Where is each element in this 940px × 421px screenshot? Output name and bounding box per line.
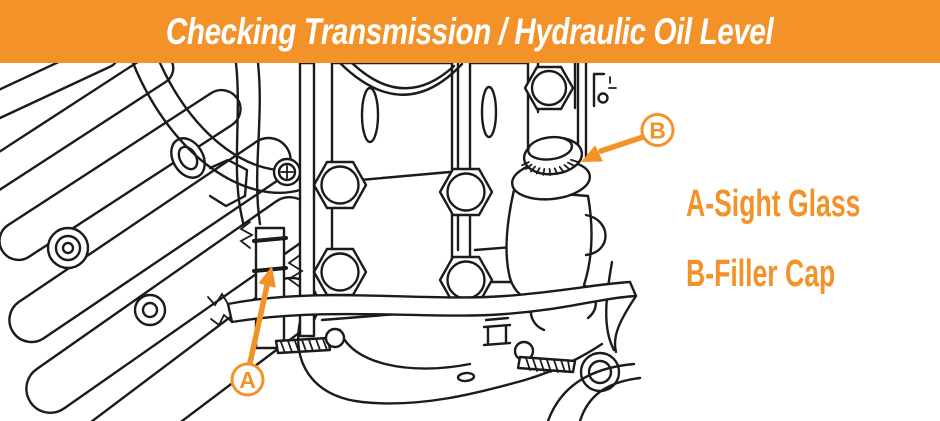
legend-item-sight-glass: A-Sight Glass	[686, 183, 861, 225]
callout-a-arrow-shaft	[247, 278, 271, 366]
page-title: Checking Transmission / Hydraulic Oil Le…	[166, 10, 774, 52]
hose-bundle	[0, 40, 320, 421]
callout-a-arrowhead	[258, 266, 276, 288]
filler-cap	[505, 135, 616, 352]
legend: A-Sight Glass B-Filler Cap	[686, 185, 935, 293]
callout-b-arrow-shaft	[598, 134, 646, 154]
callout-a: A	[230, 266, 276, 397]
callout-b-circle	[640, 113, 675, 147]
beam-and-oil-pan	[207, 280, 642, 421]
callout-b-letter: B	[649, 118, 666, 144]
legend-item-filler-cap: B-Filler Cap	[686, 253, 836, 295]
callout-b: B	[581, 113, 675, 162]
callout-b-arrowhead	[581, 145, 603, 162]
hex-bolts	[312, 65, 575, 305]
callout-a-circle	[230, 362, 265, 397]
callout-a-letter: A	[239, 367, 256, 393]
bracket-detail	[592, 72, 617, 108]
title-banner: Checking Transmission / Hydraulic Oil Le…	[0, 0, 940, 63]
